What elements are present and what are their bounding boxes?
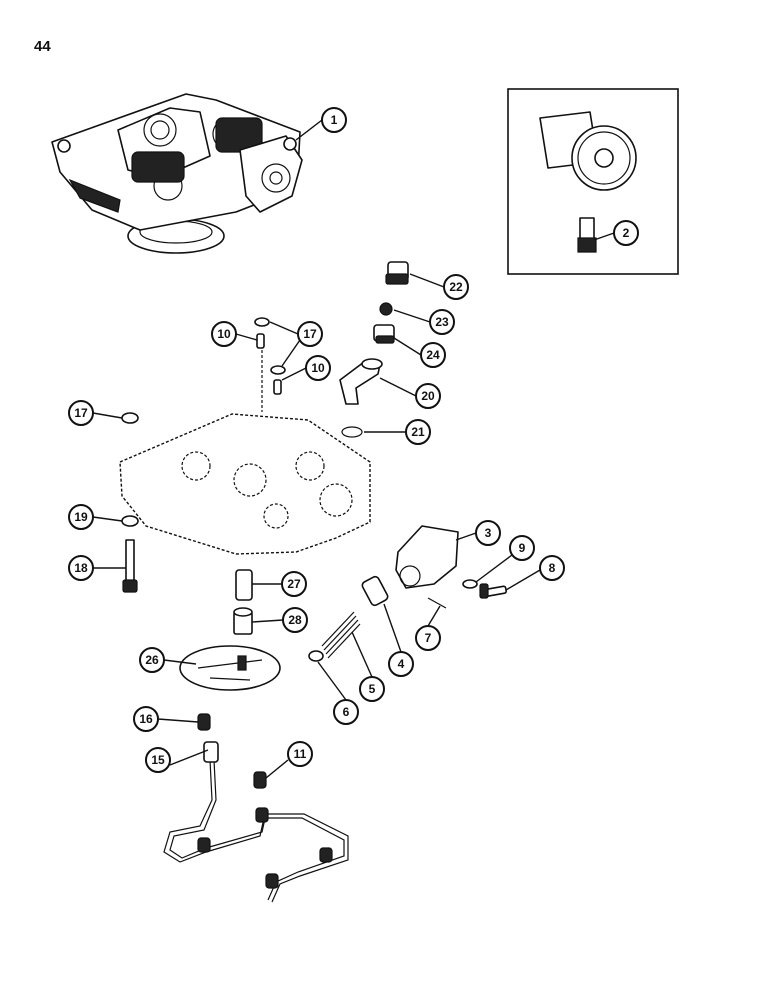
oil-pipe-15 xyxy=(163,741,349,903)
leader-lines xyxy=(92,119,615,779)
svg-text:28: 28 xyxy=(288,613,302,627)
oil-pump-assembly xyxy=(51,93,303,254)
callout-1: 1 xyxy=(321,107,347,133)
callout-10-top: 10 xyxy=(211,321,237,347)
callout-2: 2 xyxy=(613,220,639,246)
plunger-4 xyxy=(361,575,389,607)
callout-27: 27 xyxy=(281,571,307,597)
callout-9: 9 xyxy=(509,535,535,561)
svg-text:6: 6 xyxy=(343,705,350,719)
bolt-18 xyxy=(122,539,138,593)
page-number: 44 xyxy=(34,38,51,55)
svg-text:7: 7 xyxy=(425,631,432,645)
svg-text:23: 23 xyxy=(435,315,449,329)
callout-18: 18 xyxy=(68,555,94,581)
dowel-27 xyxy=(235,569,253,601)
callout-11: 11 xyxy=(287,741,313,767)
strainer-cover-26 xyxy=(179,645,281,691)
callout-3: 3 xyxy=(475,520,501,546)
svg-text:16: 16 xyxy=(139,712,153,726)
svg-text:20: 20 xyxy=(421,389,435,403)
washer-17-middle xyxy=(270,365,286,375)
callout-15: 15 xyxy=(145,747,171,773)
nut-11 xyxy=(253,771,267,789)
nut-24 xyxy=(373,324,395,344)
callout-5: 5 xyxy=(359,676,385,702)
svg-text:11: 11 xyxy=(294,747,307,761)
svg-text:18: 18 xyxy=(74,561,88,575)
svg-text:27: 27 xyxy=(287,577,301,591)
svg-text:26: 26 xyxy=(145,653,159,667)
svg-text:15: 15 xyxy=(151,753,165,767)
svg-text:4: 4 xyxy=(398,657,405,671)
callout-17-top: 17 xyxy=(297,321,323,347)
svg-text:24: 24 xyxy=(426,348,440,362)
callout-24: 24 xyxy=(420,342,446,368)
inset-detail-box xyxy=(507,88,679,275)
fitting-22 xyxy=(385,261,409,285)
pump-body-outline xyxy=(119,413,371,555)
svg-text:8: 8 xyxy=(549,561,556,575)
callout-20: 20 xyxy=(415,383,441,409)
pipe-20 xyxy=(339,358,383,405)
callout-21: 21 xyxy=(405,419,431,445)
callout-23: 23 xyxy=(429,309,455,335)
plug-23 xyxy=(379,302,393,316)
cotter-pin-7 xyxy=(427,597,447,609)
washer-17-left xyxy=(121,412,139,424)
svg-text:10: 10 xyxy=(217,327,231,341)
sleeve-28 xyxy=(233,607,253,635)
callout-28: 28 xyxy=(282,607,308,633)
svg-text:17: 17 xyxy=(303,327,317,341)
svg-text:21: 21 xyxy=(411,425,425,439)
o-ring-21 xyxy=(341,426,363,438)
callout-6: 6 xyxy=(333,699,359,725)
callout-26: 26 xyxy=(139,647,165,673)
washer-19 xyxy=(121,515,139,527)
callout-10-middle: 10 xyxy=(305,355,331,381)
svg-text:3: 3 xyxy=(485,526,492,540)
svg-text:5: 5 xyxy=(369,682,376,696)
bolt-8 xyxy=(479,583,507,599)
pin-10-middle xyxy=(273,379,282,395)
callout-4: 4 xyxy=(388,651,414,677)
washer-9 xyxy=(462,579,478,589)
pin-10-top xyxy=(256,333,265,349)
callout-8: 8 xyxy=(539,555,565,581)
retainer-6 xyxy=(308,650,324,662)
washer-17-top xyxy=(254,317,270,327)
callout-22: 22 xyxy=(443,274,469,300)
svg-text:17: 17 xyxy=(74,406,88,420)
valve-housing-3 xyxy=(395,525,459,589)
callout-17-left: 17 xyxy=(68,400,94,426)
svg-text:22: 22 xyxy=(449,280,463,294)
callout-7: 7 xyxy=(415,625,441,651)
svg-text:19: 19 xyxy=(74,510,88,524)
svg-text:9: 9 xyxy=(519,541,526,555)
svg-text:2: 2 xyxy=(623,226,630,240)
svg-text:10: 10 xyxy=(311,361,325,375)
spring-5 xyxy=(321,611,361,659)
callout-19: 19 xyxy=(68,504,94,530)
callout-16: 16 xyxy=(133,706,159,732)
nut-16 xyxy=(197,713,211,731)
svg-text:1: 1 xyxy=(331,113,338,127)
